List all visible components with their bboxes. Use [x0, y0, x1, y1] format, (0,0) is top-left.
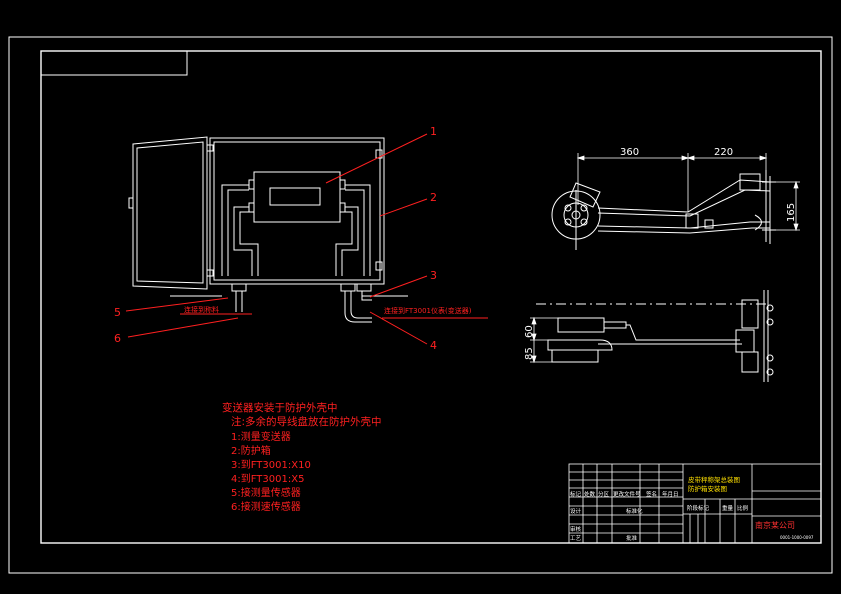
tb-header-5: 签名 — [646, 490, 657, 498]
notes-block: 变送器安装于防护外壳中 注:多余的导线盘放在防护外壳中 1:测量变送器 2:防护… — [222, 401, 382, 513]
tb-header-6: 年月日 — [662, 490, 679, 498]
callout-4: 4 — [430, 339, 437, 352]
tb-stage: 阶段标记 — [687, 504, 710, 512]
tb-header-1: 标记 — [570, 490, 582, 498]
notes-title: 变送器安装于防护外壳中 — [222, 401, 338, 414]
notes-line-3: 2:防护箱 — [231, 444, 271, 457]
protective-box-drawing — [128, 136, 408, 323]
tb-scale: 比例 — [737, 504, 749, 512]
bracket-arm — [597, 179, 771, 213]
callout-6: 6 — [114, 332, 121, 345]
transmitter — [253, 171, 341, 223]
title-block-text: 皮带秤称架总装图 防护箱安装图 标记 处数 分区 更改文件号 签名 年月日 设计… — [570, 475, 814, 542]
title-line-2: 防护箱安装图 — [688, 484, 727, 493]
callout-3: 3 — [430, 269, 437, 282]
box-body-inner — [213, 141, 381, 281]
notes-line-7: 6:接测速传感器 — [231, 500, 301, 513]
tb-process: 工艺 — [570, 535, 582, 542]
label-connect-right: 连接到FT3001仪表(变送器) — [384, 306, 472, 315]
notes-line-2: 1:测量变送器 — [231, 430, 291, 443]
leader-lines — [125, 133, 488, 345]
notes-line-6: 5:接测量传感器 — [231, 486, 301, 499]
dim-360: 360 — [620, 147, 639, 158]
box-body — [209, 137, 385, 285]
tb-weight: 重量 — [722, 504, 734, 512]
tb-header-2: 处数 — [584, 490, 596, 498]
bracket-plan-view — [551, 170, 776, 250]
tb-std: 标准化 — [626, 507, 643, 515]
tb-company: 南京某公司 — [755, 520, 795, 530]
inner-frame — [40, 50, 822, 544]
callout-5: 5 — [114, 306, 121, 319]
label-connect-left: 连接到称料 — [184, 305, 219, 314]
dim-60: 60 — [524, 325, 535, 338]
title-line-1: 皮带秤称架总装图 — [688, 475, 740, 484]
dim-85: 85 — [524, 347, 535, 360]
transmitter-display — [269, 187, 321, 206]
door-handle — [128, 197, 133, 209]
dimensions-plan — [576, 153, 800, 232]
dimensions-elevation — [530, 316, 558, 364]
title-block — [568, 463, 822, 544]
roller-upper — [557, 317, 605, 333]
tb-header-4: 更改文件号 — [613, 490, 641, 498]
top-left-code-box — [40, 50, 188, 76]
callout-2: 2 — [430, 191, 437, 204]
notes-line-1: 注:多余的导线盘放在防护外壳中 — [231, 415, 382, 428]
bracket-elevation-view — [536, 290, 774, 382]
tb-drawing-no: 0001-1000-0097 — [780, 535, 814, 540]
tb-check: 审核 — [570, 525, 582, 533]
callout-1: 1 — [430, 125, 437, 138]
dim-220: 220 — [714, 147, 733, 158]
tb-design: 设计 — [570, 507, 582, 515]
box-door — [132, 136, 208, 290]
outer-border — [8, 36, 833, 574]
box-door-inner — [136, 141, 204, 284]
roller-lower — [551, 349, 599, 363]
tb-header-3: 分区 — [598, 490, 610, 498]
notes-line-4: 3:到FT3001:X10 — [231, 459, 311, 471]
tb-approve: 批准 — [626, 534, 638, 542]
dim-165: 165 — [786, 203, 797, 222]
notes-line-5: 4:到FT3001:X5 — [231, 473, 304, 485]
